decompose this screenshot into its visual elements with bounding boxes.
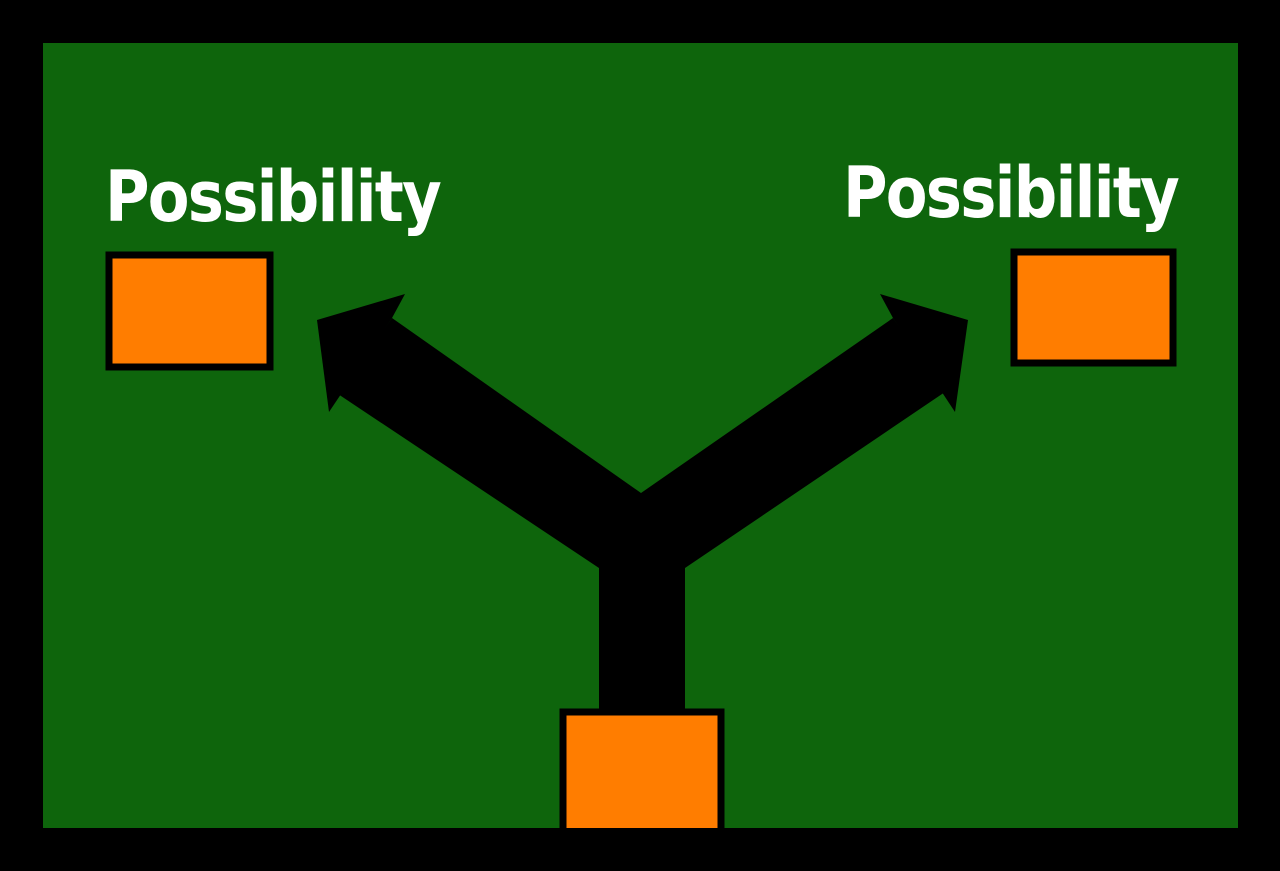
left-possibility-label: Possibility: [105, 156, 441, 238]
right-arrowhead: [880, 294, 968, 412]
origin-box: [559, 708, 725, 838]
right-possibility-box: [1010, 248, 1177, 367]
arrow-body: [338, 318, 945, 712]
left-arrowhead: [317, 294, 405, 412]
bottom-frame-edge: [0, 828, 1280, 871]
right-possibility-label: Possibility: [843, 152, 1179, 234]
y-fork-arrow-icon: [317, 294, 968, 712]
left-possibility-box: [105, 251, 274, 371]
